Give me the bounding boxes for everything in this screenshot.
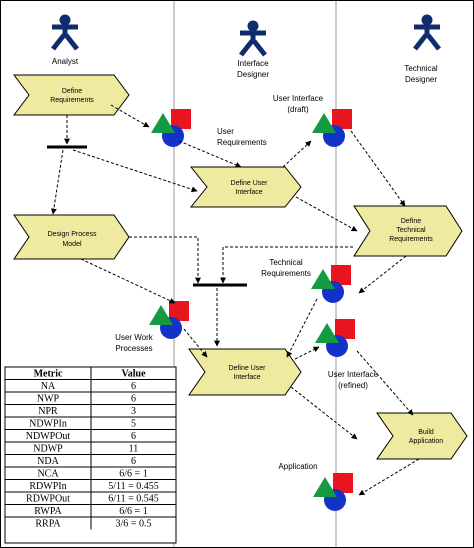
actor-icon xyxy=(413,14,441,51)
product-label-user-work-processes: Processes xyxy=(115,344,152,353)
actor-icon xyxy=(239,20,267,57)
activity-define-technical-requirements: Define Technical Requirements xyxy=(353,205,463,257)
product-label-user-work-processes: User Work xyxy=(115,333,154,342)
product-label-user-requirements: User xyxy=(217,127,234,136)
work-product-icon xyxy=(149,301,189,339)
flow-arrow xyxy=(350,130,406,207)
lane-label-technical-designer: Designer xyxy=(405,75,437,84)
product-label-application: Application xyxy=(278,462,317,471)
flow-arrow xyxy=(183,328,208,358)
flow-arrow xyxy=(358,458,420,496)
table-cell-value: 6 xyxy=(131,381,136,392)
flow-arrow xyxy=(220,246,353,284)
flow-arrow xyxy=(290,386,358,440)
table-cell-metric: NDWPIn xyxy=(29,419,67,430)
actor-icon xyxy=(51,14,79,51)
svg-text:Interface: Interface xyxy=(233,374,260,381)
table-cell-metric: NDWP xyxy=(33,444,63,455)
table-cell-value: 3/6 = 0.5 xyxy=(116,519,152,530)
flow-arrow xyxy=(178,140,242,168)
svg-text:Design Process: Design Process xyxy=(47,231,97,238)
svg-text:Application: Application xyxy=(409,438,443,445)
product-label-ui-draft: (draft) xyxy=(287,105,309,114)
svg-text:Model: Model xyxy=(62,241,82,248)
lane-label-interface-designer: Designer xyxy=(237,70,269,79)
svg-text:Requirements: Requirements xyxy=(50,97,94,104)
product-label-user-requirements: Requirements xyxy=(217,138,267,147)
table-cell-value: 5 xyxy=(131,419,136,430)
svg-text:Define User: Define User xyxy=(229,365,267,372)
svg-text:Define: Define xyxy=(401,218,421,225)
product-label-ui-refined: User Interface xyxy=(328,370,379,379)
product-label-ui-refined: (refined) xyxy=(338,381,368,390)
flow-arrow xyxy=(356,350,414,416)
svg-text:Requirements: Requirements xyxy=(389,236,433,243)
table-cell-metric: NDA xyxy=(37,456,59,467)
svg-text:Define User: Define User xyxy=(231,180,269,187)
work-product-icon xyxy=(311,265,351,303)
activity-define-user-interface: Define User Interface xyxy=(188,348,302,396)
table-cell-value: 5/11 = 0.455 xyxy=(108,481,159,492)
flow-arrow xyxy=(129,236,201,284)
table-cell-metric: RWPA xyxy=(34,506,62,517)
flow-arrow xyxy=(358,255,407,294)
table-cell-value: 3 xyxy=(131,406,136,417)
flow-arrow xyxy=(286,298,318,358)
work-product-icon xyxy=(312,109,352,147)
table-cell-metric: NA xyxy=(41,381,56,392)
activity-define-user-interface: Define User Interface xyxy=(189,166,302,208)
svg-text:Technical: Technical xyxy=(396,227,426,234)
table-cell-metric: NWP xyxy=(37,394,60,405)
activity-define-requirements: Define Requirements xyxy=(13,74,130,116)
table-cell-metric: NDWPOut xyxy=(26,431,71,442)
table-cell-metric: NCA xyxy=(37,469,59,480)
flow-arrow xyxy=(50,149,64,215)
lane-label-analyst: Analyst xyxy=(52,57,79,66)
work-product-icon xyxy=(151,109,191,147)
table-cell-value: 6 xyxy=(131,456,136,467)
table-cell-value: 6 xyxy=(131,394,136,405)
table-cell-metric: NPR xyxy=(38,406,58,417)
table-header-value: Value xyxy=(121,369,146,380)
svg-text:Interface: Interface xyxy=(235,189,262,196)
svg-text:Define: Define xyxy=(62,88,82,95)
table-cell-metric: RDWPIn xyxy=(29,481,66,492)
work-product-icon xyxy=(315,319,355,357)
flow-arrow xyxy=(72,149,198,193)
table-cell-value: 6/11 = 0.545 xyxy=(108,494,159,505)
flow-arrow xyxy=(282,140,312,168)
table-cell-value: 6/6 = 1 xyxy=(119,506,147,517)
activity-build-application: Build Application xyxy=(376,412,468,460)
table-cell-value: 6/6 = 1 xyxy=(119,469,147,480)
product-label-technical-requirements: Requirements xyxy=(261,269,311,278)
table-cell-metric: RRPA xyxy=(35,519,61,530)
table-cell-value: 6 xyxy=(131,431,136,442)
flow-arrow xyxy=(80,258,176,304)
flow-arrow xyxy=(294,346,320,360)
svg-text:Build: Build xyxy=(418,429,434,436)
lane-label-interface-designer: Interface xyxy=(237,59,269,68)
product-label-technical-requirements: Technical xyxy=(269,258,303,267)
product-label-ui-draft: User Interface xyxy=(273,94,324,103)
table-cell-metric: RDWPOut xyxy=(26,494,70,505)
flow-arrow xyxy=(295,196,358,232)
work-product-icon xyxy=(313,473,353,511)
lane-label-technical-designer: Technical xyxy=(404,64,438,73)
activity-design-process-model: Design Process Model xyxy=(13,214,130,260)
table-header-metric: Metric xyxy=(34,369,63,380)
table-cell-value: 11 xyxy=(129,444,139,455)
flow-arrow xyxy=(110,104,150,128)
